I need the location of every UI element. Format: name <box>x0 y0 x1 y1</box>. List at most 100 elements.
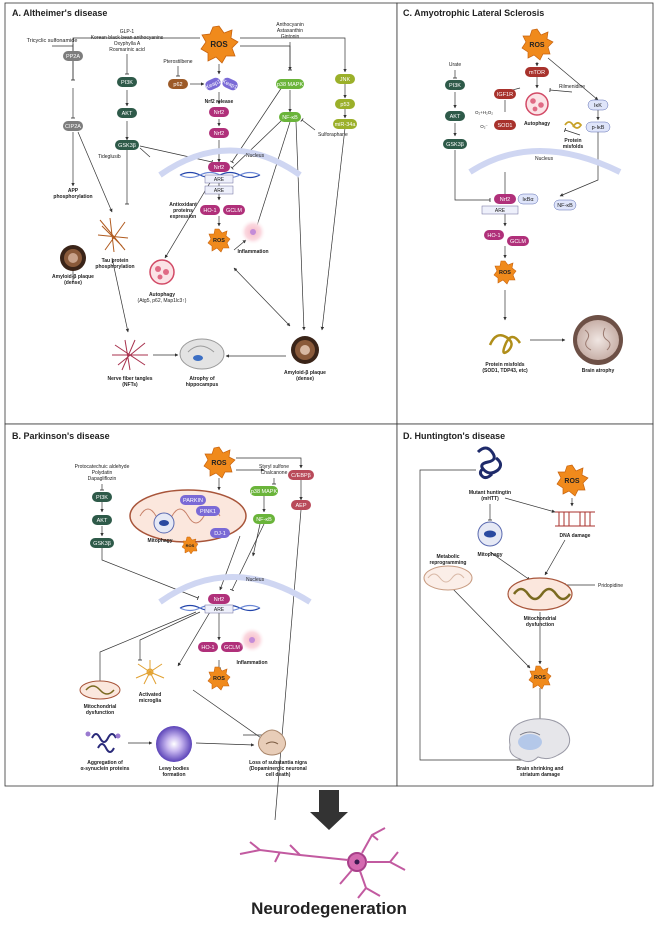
mhtt-label: Mutant huntingtin <box>469 490 511 496</box>
antioxidant-label: Antioxidant proteins expression <box>169 202 197 220</box>
pi3k-label: PI3K <box>121 80 133 86</box>
dj1-label: DJ-1 <box>214 531 226 537</box>
gsk3b-label: GSK3β <box>118 143 136 149</box>
nfkb-label: NF-κB <box>282 115 298 121</box>
gsk3b-node: GSK3β <box>90 538 114 548</box>
mito-dys-label: dysfunction <box>526 622 554 628</box>
pink1-node: PINK1 <box>196 506 220 516</box>
styryl-list: Styryl sulfone Chalcanone <box>259 464 289 476</box>
nrf2-release-label: Nrf2 release <box>205 99 234 105</box>
cip2a-label: CIP2A <box>65 124 81 130</box>
nucleus-label: Nucleus <box>535 156 554 162</box>
nfkb-label: NF-κB <box>256 517 272 523</box>
nrf2-node: Nrf2 <box>209 107 229 117</box>
sulforaphane-label: Sulforaphane <box>318 132 348 138</box>
pink1-label: PINK1 <box>200 509 216 515</box>
gclm-label: GCLM <box>510 239 526 245</box>
gsk3b-label: GSK3β <box>446 142 464 148</box>
protein-misfold-icon <box>488 334 522 354</box>
ikba-label: IκBα <box>522 197 534 203</box>
brain-label: Brain shrinking and <box>517 766 564 772</box>
are-label: ARE <box>214 177 225 183</box>
gclm-node: GCLM <box>507 236 529 246</box>
amyloid-right-label: Amyloid-β plaque <box>284 370 326 376</box>
igf1r-node: IGF1R <box>494 89 516 99</box>
amyloid-label: Amyloid-β plaque <box>52 274 94 280</box>
mitophagy-label: Mitophagy <box>148 538 173 544</box>
nfkb-node: NF-κB <box>279 112 301 122</box>
p53-label: p53 <box>340 102 349 108</box>
mir34a-label: miR-34a <box>335 122 357 128</box>
brain-atrophy-label: Brain atrophy <box>582 368 615 374</box>
p38-mapk-node: p38 MAPK <box>276 79 304 89</box>
microglia-label: microglia <box>139 698 161 704</box>
antioxidant-line: expression <box>170 214 196 220</box>
amyloid-right-label: (dense) <box>296 376 314 382</box>
mtor-label: mTOR <box>529 70 545 76</box>
nft-label: Nerve fiber tangles <box>107 376 152 382</box>
gclm-label: GCLM <box>226 208 242 214</box>
neurodegeneration-label: Neurodegeneration <box>251 899 407 918</box>
tricyclic-label: Tricyclic sulfonamide <box>27 38 78 44</box>
anthocyanin-item: Astaxanthin <box>277 28 303 34</box>
gsk3b-node: GSK3β <box>443 139 467 149</box>
nrf2-label: Nrf2 <box>214 110 224 116</box>
ho1-node: HO-1 <box>198 642 218 652</box>
p38-mapk-label: p38 MAPK <box>277 82 304 88</box>
are-box: ARE ARE <box>204 174 234 195</box>
microglia-label: Activated <box>139 692 162 698</box>
panel-c-title: C. Amyotrophic Lateral Sclerosis <box>403 8 544 18</box>
akt-label: AKT <box>450 114 461 120</box>
amyloid-plaque-icon <box>60 245 86 271</box>
pi3k-label: PI3K <box>96 495 108 501</box>
autophagy-label: Autophagy <box>149 292 175 298</box>
aggregation-label: α-synuclein proteins <box>81 766 130 772</box>
parkin-node: PARKIN <box>180 495 206 505</box>
glp-item: Rosmarinic acid <box>109 47 145 53</box>
dna-damage-icon <box>555 511 595 527</box>
pi3k-label: PI3K <box>449 83 461 89</box>
dna-damage-label: DNA damage <box>560 533 591 539</box>
ikk-label: IκK <box>594 103 602 109</box>
mhtt-label: (mHTT) <box>481 496 499 502</box>
jnk-label: JNK <box>340 77 351 83</box>
protein-misfolds-label: Protein <box>564 138 581 144</box>
p62-node: p62 <box>168 79 188 89</box>
nrf2-label: Nrf2 <box>214 165 224 171</box>
anthocyanin-list: Anthocyanin Astaxanthin Gintonin <box>276 22 304 40</box>
are-label: ARE <box>495 208 506 214</box>
p62-label: p62 <box>173 82 182 88</box>
substantia-nigra-icon <box>258 729 286 756</box>
akt-node: AKT <box>445 111 465 121</box>
are-box: ARE <box>204 604 234 614</box>
akt-node: AKT <box>117 108 137 118</box>
mito-dys-label: dysfunction <box>86 710 114 716</box>
mito-dys-label: Mitochondrial <box>84 704 117 710</box>
p38-mapk-node: p38 MAPK <box>250 486 278 496</box>
tau-label: Tau protein <box>102 258 129 264</box>
autophagy-label: Autophagy <box>524 121 550 127</box>
mitophagy-icon <box>477 521 503 547</box>
pridopidine-label: Pridopidine <box>598 583 623 589</box>
ikba-node: IκBα <box>517 193 539 205</box>
ros-burst-icon: ROS <box>207 228 231 253</box>
atrophy-label: hippocampus <box>186 382 219 388</box>
mir34a-node: miR-34a <box>333 119 357 129</box>
gsk3b-label: GSK3β <box>93 541 111 547</box>
neuron-icon <box>239 827 406 899</box>
akt-label: AKT <box>122 111 133 117</box>
glp-item: GLP-1 <box>120 29 135 35</box>
nrf2-label: Nrf2 <box>500 197 510 203</box>
ho1-node: HO-1 <box>484 230 504 240</box>
mito-dys-label: Mitochondrial <box>524 616 557 622</box>
cebp-node: C/EBPβ <box>288 470 314 480</box>
microglia-icon <box>135 660 165 685</box>
ros-label: ROS <box>213 238 225 244</box>
ros-burst-icon: ROS <box>521 28 554 61</box>
inflammation-core <box>250 229 256 235</box>
loss-label: (Dopaminergic neuronal <box>249 766 307 772</box>
ikk-node: IκK <box>587 99 609 111</box>
misfold-bottom-label: (SOD1, TDP43, etc) <box>482 368 528 374</box>
pi3k-node: PI3K <box>92 492 112 502</box>
gclm-node: GCLM <box>221 642 243 652</box>
